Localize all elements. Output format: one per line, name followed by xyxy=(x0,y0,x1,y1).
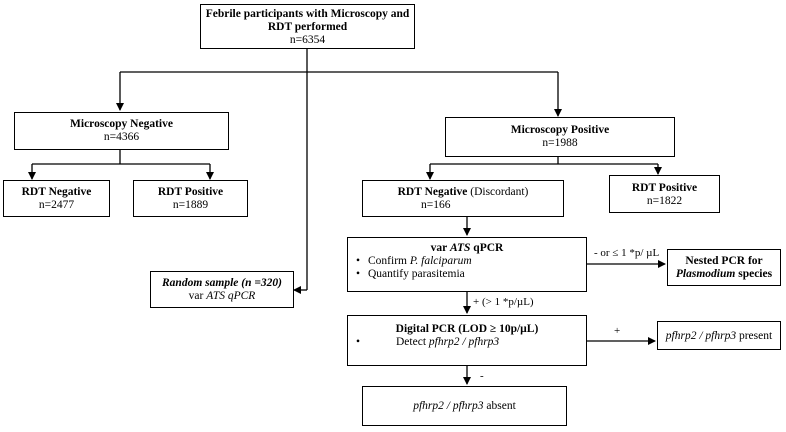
random-sample-title: Random sample (n =320) xyxy=(162,277,282,289)
nested-pcr-box: Nested PCR for Plasmodium species xyxy=(667,249,781,286)
qpcr-box: var ATS qPCR Confirm P. falciparum Quant… xyxy=(347,237,587,292)
microscopy-negative-count: n=4366 xyxy=(103,131,140,143)
present-italic: pfhrp2 / pfhrp3 xyxy=(665,330,737,342)
microscopy-positive-box: Microscopy Positive n=1988 xyxy=(445,117,675,157)
rdt-negative-title: RDT Negative xyxy=(21,186,92,198)
edge-label-plus: + xyxy=(614,325,621,337)
root-count: n=6354 xyxy=(289,34,326,46)
microscopy-positive-count: n=1988 xyxy=(542,137,578,149)
random-sample-test-name: ATS qPCR xyxy=(206,290,256,302)
random-sample-box: Random sample (n =320) var ATS qPCR xyxy=(150,271,294,308)
absent-suffix: absent xyxy=(483,400,516,412)
nested-pcr-line2: Plasmodium species xyxy=(668,268,780,281)
digital-pcr-bullet-prefix: Detect xyxy=(396,336,429,348)
digital-pcr-box: Digital PCR (LOD ≥ 10p/µL) Detect pfhrp2… xyxy=(347,315,587,366)
absent-box: pfhrp2 / pfhrp3 absent xyxy=(362,386,567,426)
qpcr-title-prefix: var xyxy=(430,242,450,254)
edge-label-high: + (> 1 *p/µL) xyxy=(473,296,534,308)
rdt-positive-box: RDT Positive n=1889 xyxy=(133,180,248,217)
rdt-negative-discordant-box: RDT Negative (Discordant) n=166 xyxy=(362,180,564,217)
nested-pcr-italic: Plasmodium xyxy=(675,268,736,280)
rdt-negative-count: n=2477 xyxy=(38,199,75,211)
random-sample-test-prefix: var xyxy=(188,290,207,302)
microscopy-negative-title: Microscopy Negative xyxy=(70,118,173,130)
qpcr-bullet1-prefix: Confirm xyxy=(368,255,410,267)
edge-label-negative-or-low: - or ≤ 1 *p/ µL xyxy=(594,247,660,259)
rdt-negative-box: RDT Negative n=2477 xyxy=(3,180,110,217)
rdt-positive-right-box: RDT Positive n=1822 xyxy=(609,175,720,213)
rdt-positive-count: n=1889 xyxy=(172,199,209,211)
random-sample-test: var ATS qPCR xyxy=(151,290,293,303)
rdt-negative-discordant-label: RDT Negative xyxy=(397,186,468,198)
rdt-negative-discordant-count: n=166 xyxy=(421,199,451,211)
qpcr-bullet-confirm: Confirm P. falciparum xyxy=(354,255,580,268)
microscopy-negative-box: Microscopy Negative n=4366 xyxy=(14,112,229,150)
root-box: Febrile participants with Microscopy and… xyxy=(200,4,415,49)
present-box: pfhrp2 / pfhrp3 present xyxy=(657,321,781,350)
present-suffix: present xyxy=(736,330,773,342)
discordant-suffix: (Discordant) xyxy=(467,186,529,198)
qpcr-bullet1-italic: P. falciparum xyxy=(409,255,472,267)
edge-label-minus: - xyxy=(480,370,484,382)
qpcr-bullet-quantify: Quantify parasitemia xyxy=(354,268,580,281)
qpcr-title-italic: ATS xyxy=(449,242,471,254)
microscopy-positive-title: Microscopy Positive xyxy=(510,124,610,136)
absent-italic: pfhrp2 / pfhrp3 xyxy=(413,400,484,412)
nested-pcr-line1: Nested PCR for xyxy=(685,255,763,267)
digital-pcr-bullet-italic: pfhrp2 / pfhrp3 xyxy=(428,336,500,348)
qpcr-title: var ATS qPCR xyxy=(354,242,580,255)
rdt-negative-discordant-title: RDT Negative (Discordant) xyxy=(363,186,563,199)
nested-pcr-suffix: species xyxy=(735,268,773,280)
digital-pcr-title: Digital PCR (LOD ≥ 10p/µL) xyxy=(395,323,539,335)
qpcr-title-suffix: qPCR xyxy=(470,242,504,254)
root-title: Febrile participants with Microscopy and… xyxy=(205,8,410,33)
rdt-positive-right-count: n=1822 xyxy=(646,195,683,207)
rdt-positive-title: RDT Positive xyxy=(157,186,224,198)
digital-pcr-bullet: Detect pfhrp2 / pfhrp3 xyxy=(354,336,580,349)
rdt-positive-right-title: RDT Positive xyxy=(631,182,698,194)
